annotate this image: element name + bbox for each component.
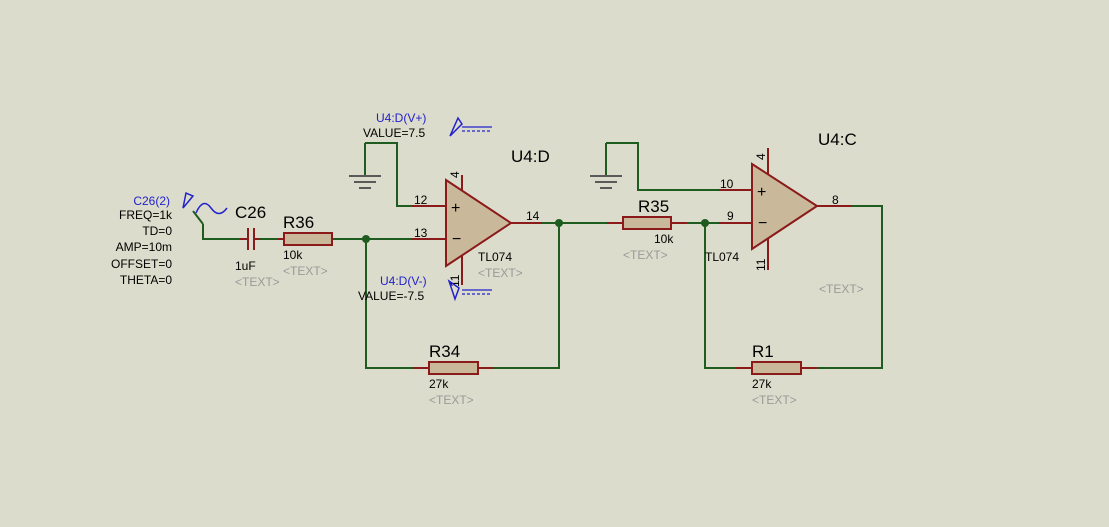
source-param: AMP=10m: [116, 240, 172, 254]
text-placeholder: <TEXT>: [429, 393, 474, 407]
sine-source[interactable]: C26(2) FREQ=1k TD=0 AMP=10m OFFSET=0 THE…: [111, 191, 228, 287]
source-param: FREQ=1k: [119, 208, 173, 222]
component-value: 10k: [283, 248, 303, 262]
text-placeholder: <TEXT>: [283, 264, 328, 278]
sine-wave-icon: [195, 202, 228, 215]
component-ref: U4:C: [818, 130, 857, 149]
pin-number: 12: [414, 193, 428, 207]
capacitor-c26[interactable]: C26 1uF <TEXT>: [235, 203, 280, 289]
component-ref: R36: [283, 213, 314, 232]
supply-value: VALUE=-7.5: [358, 289, 424, 303]
pin-number: 11: [754, 258, 768, 271]
ground-symbol: [349, 175, 381, 189]
plus-sign: +: [757, 184, 766, 201]
text-placeholder: <TEXT>: [819, 282, 864, 296]
component-value: 1uF: [235, 259, 256, 273]
component-part: TL074: [705, 250, 739, 264]
component-ref: C26: [235, 203, 266, 222]
pin-number: 9: [727, 209, 734, 223]
component-value: 10k: [654, 232, 674, 246]
junction-dot: [701, 219, 709, 227]
pin-number: 11: [448, 274, 462, 287]
component-ref: U4:D: [511, 147, 550, 166]
resistor-r35[interactable]: R35 10k <TEXT>: [607, 197, 687, 262]
ground-symbol: [590, 175, 622, 189]
component-part: TL074: [478, 250, 512, 264]
pin-number: 14: [526, 209, 540, 223]
pin-number: 4: [754, 153, 768, 160]
plus-sign: +: [451, 200, 460, 217]
wires: [202, 142, 883, 369]
source-param: OFFSET=0: [111, 257, 172, 271]
resistor-r1[interactable]: R1 27k <TEXT>: [736, 342, 817, 407]
component-ref: R1: [752, 342, 774, 361]
minus-sign: −: [758, 215, 767, 232]
component-ref: R35: [638, 197, 669, 216]
supply-name: U4:D(V+): [376, 111, 426, 125]
supply-name: U4:D(V-): [380, 274, 427, 288]
resistor-r36[interactable]: R36 10k <TEXT>: [278, 213, 333, 278]
source-name: C26(2): [133, 194, 170, 208]
text-placeholder: <TEXT>: [235, 275, 280, 289]
opamp-u4c[interactable]: + − 10 9 8 4 11 U4:C TL074 <TEXT>: [705, 130, 864, 296]
pin-number: 8: [832, 193, 839, 207]
component-value: 27k: [752, 377, 772, 391]
vneg-supply-probe[interactable]: U4:D(V-) VALUE=-7.5: [358, 274, 492, 303]
text-placeholder: <TEXT>: [752, 393, 797, 407]
junction-dot: [555, 219, 563, 227]
resistor-r34[interactable]: R34 27k <TEXT>: [413, 342, 494, 407]
opamp-u4d[interactable]: + − 12 13 14 4 11 U4:D TL074 <TEXT>: [412, 147, 550, 287]
component-ref: R34: [429, 342, 460, 361]
vpos-supply-probe[interactable]: U4:D(V+) VALUE=7.5: [363, 111, 492, 140]
minus-sign: −: [452, 231, 461, 248]
text-placeholder: <TEXT>: [478, 266, 523, 280]
supply-value: VALUE=7.5: [363, 126, 425, 140]
text-placeholder: <TEXT>: [623, 248, 668, 262]
pin-number: 13: [414, 226, 428, 240]
source-param: TD=0: [142, 224, 172, 238]
junction-dot: [362, 235, 370, 243]
pin-number: 4: [448, 171, 462, 178]
source-param: THETA=0: [120, 273, 172, 287]
pin-number: 10: [720, 177, 734, 191]
component-value: 27k: [429, 377, 449, 391]
